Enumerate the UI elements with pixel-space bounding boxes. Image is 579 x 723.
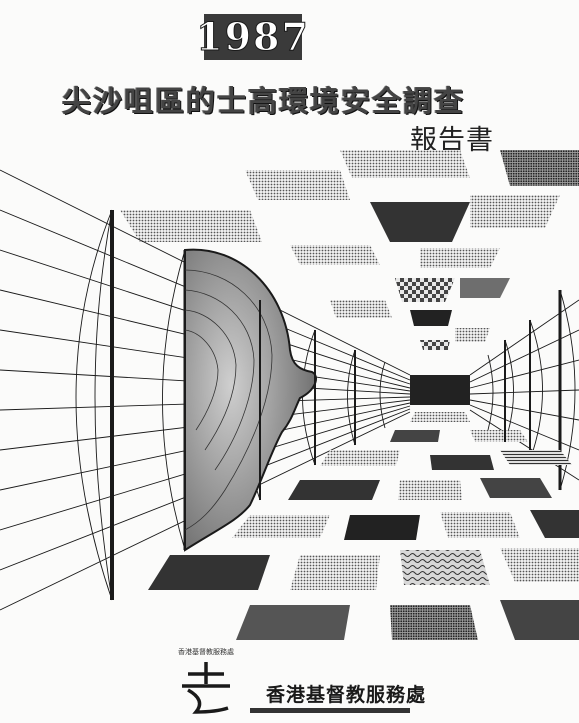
- ceiling-tiles: [120, 150, 579, 350]
- publisher-logo: 香港基督教服務處: [178, 647, 234, 714]
- year-badge: 1987: [196, 14, 308, 60]
- cover-illustration: [0, 150, 579, 640]
- floor-tiles: [148, 412, 579, 640]
- report-year: 1987: [196, 14, 310, 59]
- vanishing-window: [410, 375, 470, 405]
- publisher-underline: [250, 708, 410, 713]
- report-title: 尖沙咀區的士高環境安全調查: [62, 84, 466, 118]
- logo-ring-text: 香港基督教服務處: [178, 647, 234, 656]
- cross-icon: [182, 662, 230, 714]
- head-silhouette: [184, 248, 317, 552]
- corridor-pillars: [259, 300, 506, 500]
- publisher-footer: 香港基督教服務處 香港基督教服務處: [0, 640, 579, 723]
- publisher-name: 香港基督教服務處: [266, 684, 427, 706]
